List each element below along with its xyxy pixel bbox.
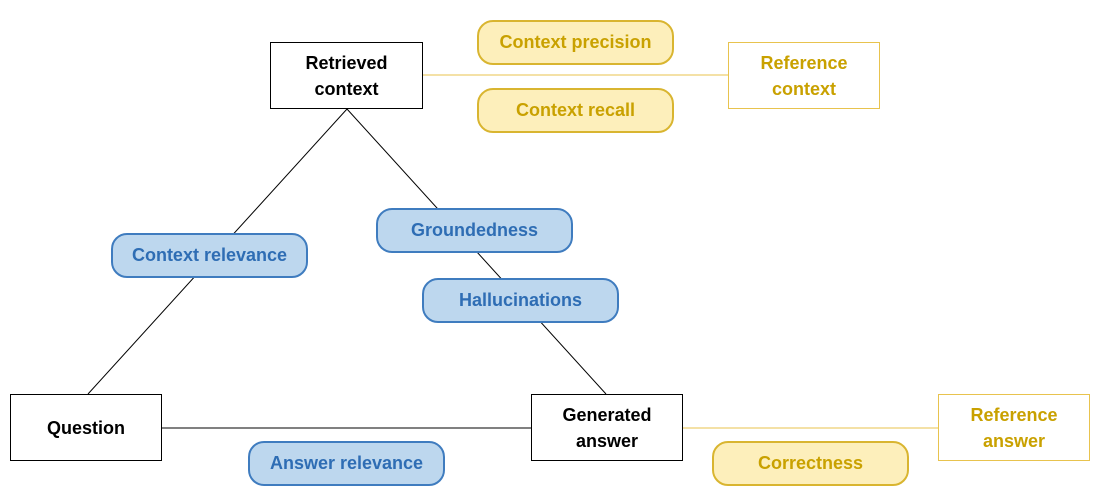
node-generated-answer: Generated answer [531,394,683,461]
metric-context-recall: Context recall [477,88,674,133]
metric-correctness: Correctness [712,441,909,486]
node-reference-context: Reference context [728,42,880,109]
metric-answer-relevance: Answer relevance [248,441,445,486]
metric-context-relevance: Context relevance [111,233,308,278]
metric-groundedness: Groundedness [376,208,573,253]
node-reference-answer: Reference answer [938,394,1090,461]
metric-context-precision: Context precision [477,20,674,65]
node-retrieved-context: Retrieved context [270,42,423,109]
node-question: Question [10,394,162,461]
metric-hallucinations: Hallucinations [422,278,619,323]
